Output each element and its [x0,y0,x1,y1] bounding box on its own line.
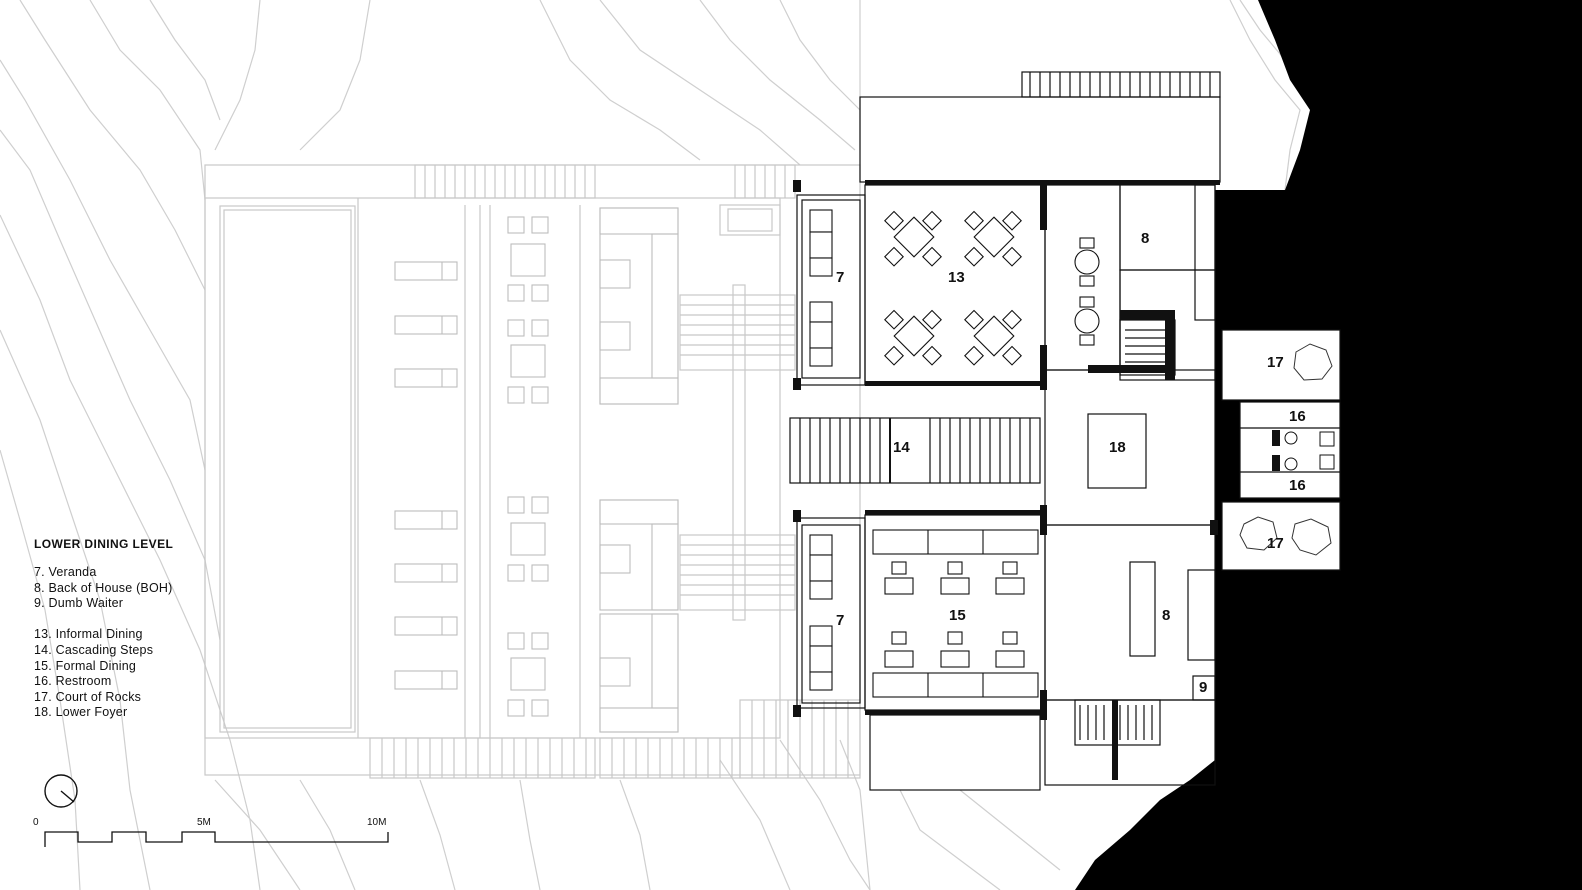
room-label-boh: 8 [1162,607,1170,624]
room-labels: 7 7 13 14 15 16 16 17 17 18 8 8 9 [836,230,1306,696]
scale-bar [44,831,389,847]
bottom-steps [369,699,861,779]
legend-item: 7. Veranda [34,565,97,579]
legend-item: 18. Lower Foyer [34,705,128,720]
court-of-rocks [1221,329,1341,571]
room-label-court-of-rocks: 17 [1267,354,1284,371]
deck-seating [507,207,679,733]
cascading-steps-treads [789,417,1041,484]
room-label-dumb-waiter: 9 [1199,679,1207,696]
room-label-restroom: 16 [1289,477,1306,494]
veranda-furniture [809,209,833,691]
sun-loungers [394,261,458,690]
scale-label-5m: 5M [197,817,211,828]
building [789,71,1221,791]
top-steps [414,164,796,199]
room-label-formal-dining: 15 [949,607,966,624]
deck-central-stair [679,284,796,621]
north-arrow-icon [44,774,78,808]
legend-item: 9. Dumb Waiter [34,596,124,611]
legend-item: 15. Formal Dining [34,658,137,673]
room-label-veranda: 7 [836,612,844,629]
terrain-contours [0,0,1311,890]
informal-dining-tables [884,210,1100,366]
room-label-cascading-steps: 14 [893,439,910,456]
legend-item: 17. Court of Rocks [34,689,142,704]
pool-deck [204,164,861,779]
rock-shape [1293,343,1333,381]
scale-label-0: 0 [33,817,39,828]
formal-dining-tables [872,529,1039,698]
room-label-restroom: 16 [1289,408,1306,425]
room-label-boh: 8 [1141,230,1149,247]
restrooms [1239,401,1341,499]
legend-item: 13. Informal Dining [34,627,143,642]
rock-shape [1291,518,1332,556]
room-label-court-of-rocks: 17 [1267,535,1284,552]
room-label-veranda: 7 [836,269,844,286]
legend: LOWER DINING LEVEL 7. Veranda 8. Back of… [34,537,173,721]
room-label-lower-foyer: 18 [1109,439,1126,456]
scale-label-10m: 10M [367,817,387,828]
foyer-island [1087,413,1147,489]
rock-shape [1239,516,1278,551]
legend-item: 14. Cascading Steps [34,642,154,657]
legend-item: 8. Back of House (BOH) [34,580,173,595]
room-label-informal-dining: 13 [948,269,965,286]
pool [219,205,356,733]
structural-walls [793,180,1220,780]
legend-item: 16. Restroom [34,674,112,689]
legend-title: LOWER DINING LEVEL [34,537,174,551]
